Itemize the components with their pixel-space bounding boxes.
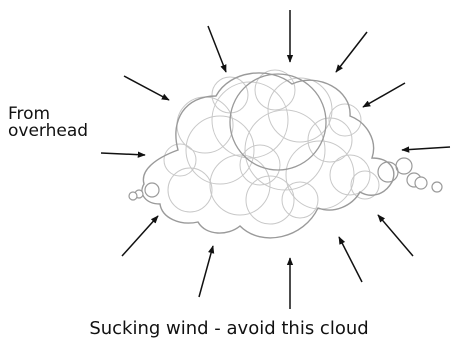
- arrow-upper-right: [363, 83, 405, 107]
- arrow-upper-left: [124, 76, 169, 100]
- from-overhead-label: From overhead: [8, 106, 88, 140]
- arrow-bottom-left: [199, 246, 213, 297]
- from-label-line2: overhead: [8, 121, 88, 141]
- arrow-top-right: [336, 32, 367, 72]
- arrow-right: [402, 147, 450, 150]
- cloud-icon: [129, 70, 442, 238]
- arrow-left: [101, 153, 145, 155]
- arrow-bottom-right: [339, 237, 362, 282]
- diagram-caption: Sucking wind - avoid this cloud: [0, 318, 454, 340]
- arrow-top-left: [208, 26, 226, 72]
- arrow-lower-left: [122, 216, 158, 256]
- arrow-lower-right: [378, 215, 413, 256]
